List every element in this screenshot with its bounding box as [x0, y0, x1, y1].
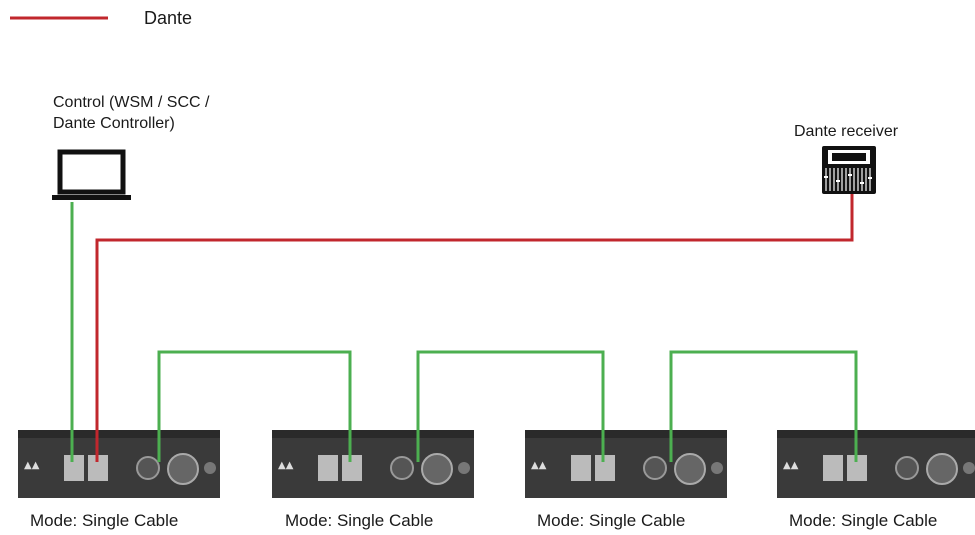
daisy-chain-line-2: [416, 350, 605, 459]
control-label-line2: Dante Controller): [53, 115, 175, 132]
svg-text:▲▲: ▲▲: [531, 460, 547, 471]
device-3: ▲▲: [525, 430, 727, 498]
mixing-console-icon: [822, 146, 876, 194]
device-4-mode-label: Mode: Single Cable: [789, 511, 938, 530]
device-1: ▲▲: [18, 430, 220, 498]
laptop-icon: [52, 149, 131, 200]
device-1-mode-label: Mode: Single Cable: [30, 511, 179, 530]
daisy-chain-line-3: [669, 350, 858, 459]
legend-dante-label: Dante: [144, 8, 193, 28]
device-2: ▲▲: [272, 430, 474, 498]
dante-receiver-label: Dante receiver: [794, 123, 899, 140]
svg-text:▲▲: ▲▲: [24, 460, 40, 471]
device-4: ▲▲: [777, 430, 975, 498]
device-2-mode-label: Mode: Single Cable: [285, 511, 434, 530]
svg-text:▲▲: ▲▲: [278, 460, 294, 471]
dante-connection-line: [95, 194, 854, 459]
device-3-mode-label: Mode: Single Cable: [537, 511, 686, 530]
daisy-chain-line-1: [157, 350, 352, 459]
svg-text:▲▲: ▲▲: [783, 460, 799, 471]
control-label: Control (WSM / SCC / Dante Controller): [53, 92, 209, 134]
control-label-line1: Control (WSM / SCC /: [53, 94, 210, 111]
